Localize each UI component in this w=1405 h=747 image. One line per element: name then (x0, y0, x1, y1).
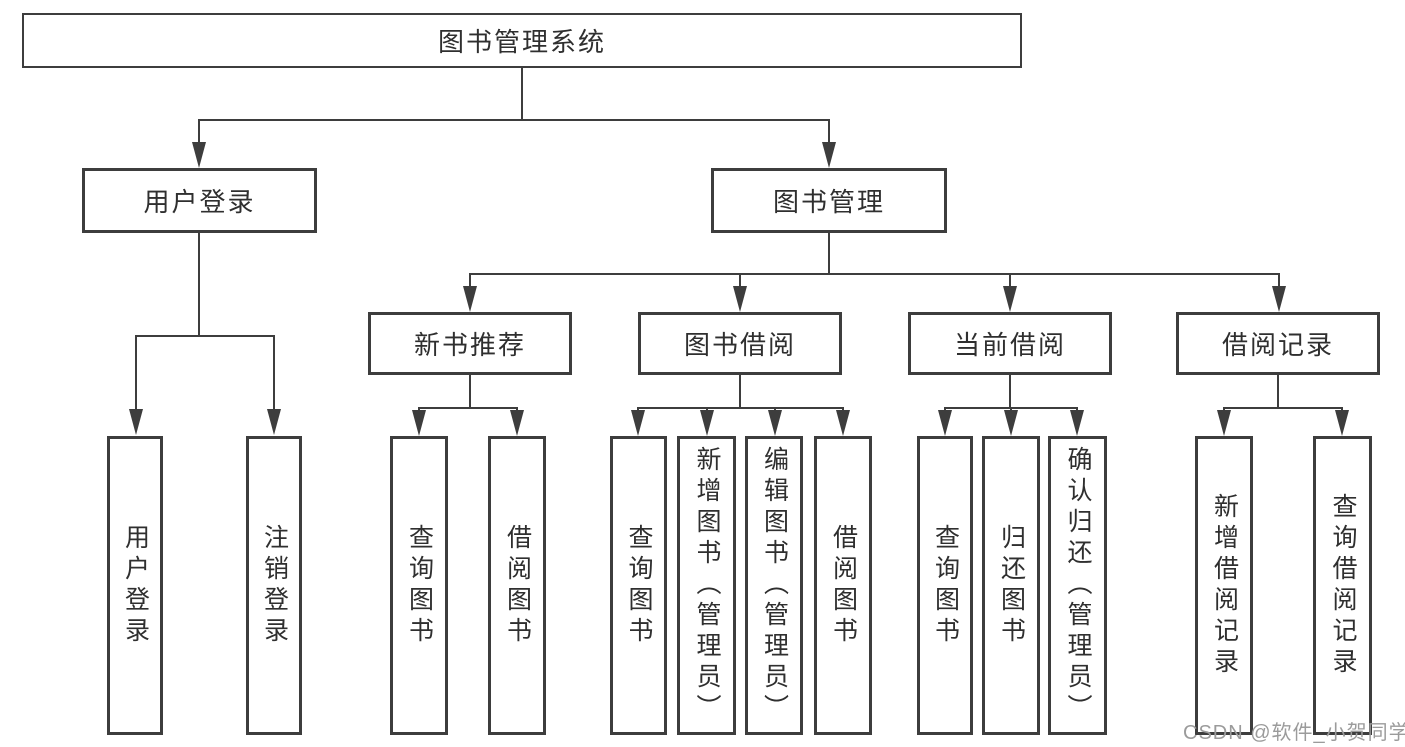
connector (1224, 407, 1343, 409)
arrow-down-icon (1004, 410, 1018, 436)
connector (469, 375, 471, 408)
connector (135, 335, 137, 411)
leaf-add-book-admin: 新增图书（管理员） (677, 436, 736, 735)
arrow-down-icon (733, 286, 747, 312)
leaf-query-books-recommend: 查询图书 (390, 436, 448, 735)
arrow-down-icon (463, 286, 477, 312)
arrow-down-icon (836, 410, 850, 436)
node-user-login: 用户登录 (82, 168, 317, 233)
connector (198, 233, 200, 336)
leaf-borrow-books-recommend: 借阅图书 (488, 436, 546, 735)
node-current-borrowing: 当前借阅 (908, 312, 1112, 375)
connector (198, 119, 200, 149)
arrow-down-icon (1217, 410, 1231, 436)
leaf-add-borrow-record: 新增借阅记录 (1195, 436, 1253, 735)
arrow-down-icon (1272, 286, 1286, 312)
leaf-logout: 注销登录 (246, 436, 302, 735)
arrow-down-icon (822, 142, 836, 168)
node-root: 图书管理系统 (22, 13, 1022, 68)
connector (521, 68, 523, 120)
arrow-down-icon (1003, 286, 1017, 312)
connector (199, 119, 830, 121)
connector (135, 335, 275, 337)
node-borrow-records: 借阅记录 (1176, 312, 1380, 375)
node-new-book-recommend: 新书推荐 (368, 312, 572, 375)
connector (470, 273, 1280, 275)
leaf-borrow-books: 借阅图书 (814, 436, 872, 735)
watermark-text: CSDN @软件_小贺同学 (1183, 722, 1405, 744)
leaf-user-login: 用户登录 (107, 436, 163, 735)
arrow-down-icon (631, 410, 645, 436)
connector (469, 273, 471, 289)
connector (828, 233, 830, 274)
connector (1009, 273, 1011, 289)
arrow-down-icon (192, 142, 206, 168)
arrow-down-icon (267, 409, 281, 435)
arrow-down-icon (1335, 410, 1349, 436)
leaf-query-books-borrowing: 查询图书 (610, 436, 667, 735)
connector (1278, 273, 1280, 289)
connector (638, 407, 844, 409)
leaf-query-borrow-record: 查询借阅记录 (1313, 436, 1372, 735)
arrow-down-icon (510, 410, 524, 436)
connector (739, 273, 741, 289)
connector (828, 119, 830, 149)
leaf-return-book: 归还图书 (982, 436, 1040, 735)
leaf-edit-book-admin: 编辑图书（管理员） (745, 436, 803, 735)
arrow-down-icon (1070, 410, 1084, 436)
arrow-down-icon (700, 410, 714, 436)
node-book-borrowing: 图书借阅 (638, 312, 842, 375)
leaf-confirm-return-admin: 确认归还（管理员） (1048, 436, 1107, 735)
connector (273, 335, 275, 411)
arrow-down-icon (129, 409, 143, 435)
connector (1009, 375, 1011, 408)
connector (419, 407, 518, 409)
node-book-management: 图书管理 (711, 168, 947, 233)
arrow-down-icon (938, 410, 952, 436)
arrow-down-icon (412, 410, 426, 436)
connector (1277, 375, 1279, 408)
leaf-query-books-current: 查询图书 (917, 436, 973, 735)
connector (739, 375, 741, 408)
arrow-down-icon (768, 410, 782, 436)
